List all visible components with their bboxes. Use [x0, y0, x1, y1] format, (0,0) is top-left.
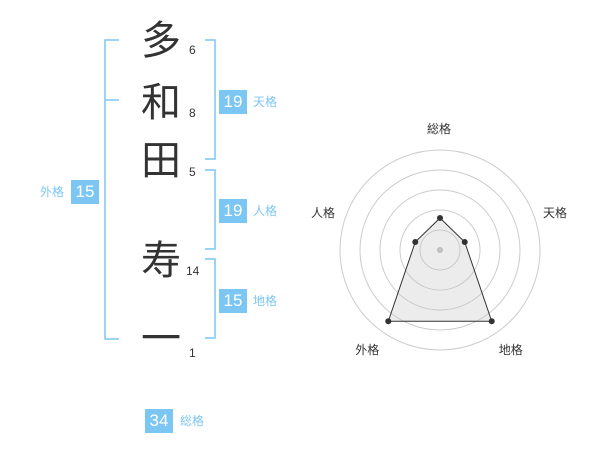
jinkaku-bracket	[205, 169, 216, 250]
radar-axis-label-4: 外格	[355, 342, 380, 357]
radar-point-5	[412, 238, 419, 245]
stroke-count-1: 6	[189, 43, 196, 57]
radar-point-1	[437, 215, 443, 221]
tenkaku-value-badge: 19	[219, 90, 247, 114]
radar-ring-3	[379, 189, 501, 311]
radar-point-3	[488, 318, 495, 325]
radar-ring-4	[359, 169, 521, 331]
name-char-2: 和	[141, 80, 181, 126]
chikaku-bracket	[205, 258, 216, 339]
radar-ring-5	[339, 149, 541, 351]
name-char-4: 寿	[141, 238, 181, 284]
chikaku-label: 地格	[253, 294, 278, 308]
name-char-5: 一	[141, 316, 181, 362]
soukaku-value-badge: 34	[145, 409, 173, 433]
chikaku-value-badge: 15	[219, 289, 247, 313]
radar-point-2	[461, 238, 468, 245]
stroke-count-4: 14	[186, 264, 200, 278]
stroke-count-3: 5	[189, 165, 196, 179]
radar-axis-label-2: 天格	[543, 206, 568, 221]
stroke-count-2: 8	[189, 106, 196, 120]
radar-polygon	[387, 217, 493, 322]
radar-axis-label-1: 総格	[427, 122, 452, 136]
jinkaku-label: 人格	[253, 204, 278, 218]
radar-ring-2	[399, 209, 481, 291]
soukaku-label: 総格	[180, 414, 205, 428]
gaikaku-bracket	[104, 39, 119, 340]
stroke-count-5: 1	[189, 346, 196, 360]
radar-center-dot	[437, 247, 443, 253]
radar-axis-label-3: 地格	[498, 342, 523, 357]
tenkaku-label: 天格	[253, 95, 278, 109]
gaikaku-label: 外格	[40, 185, 65, 199]
radar-ring-1	[419, 229, 461, 271]
name-char-3: 田	[141, 138, 181, 184]
tenkaku-bracket	[205, 39, 216, 160]
jinkaku-value-badge: 19	[219, 199, 247, 223]
name-char-1: 多	[141, 18, 181, 64]
gaikaku-value-badge: 15	[71, 180, 99, 204]
radar-point-4	[385, 318, 392, 325]
radar-axis-label-5: 人格	[310, 206, 335, 221]
